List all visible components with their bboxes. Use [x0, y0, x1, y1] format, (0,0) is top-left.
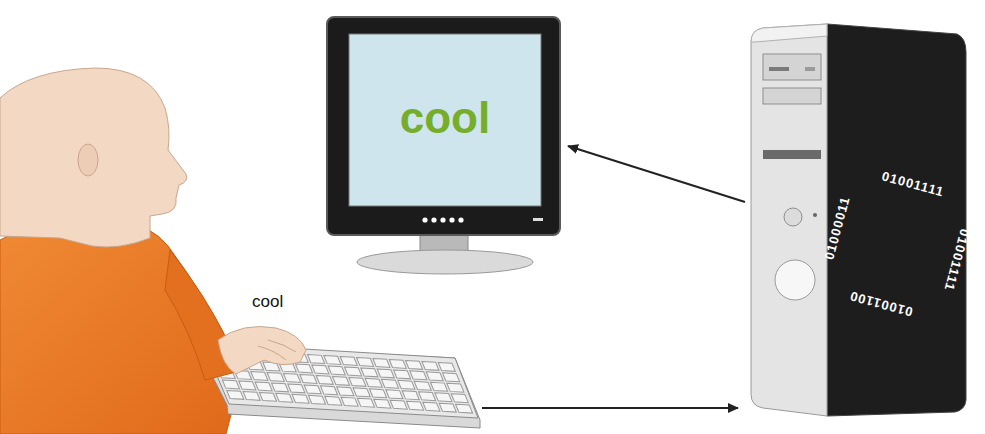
keyboard-key	[328, 366, 345, 375]
keyboard-key	[390, 400, 407, 409]
monitor-node: cool	[325, 15, 562, 277]
keyboard-key	[439, 403, 456, 412]
keyboard-key	[312, 365, 329, 374]
keyboard-key	[357, 398, 374, 407]
keyboard-key	[288, 384, 305, 393]
keyboard-key	[251, 372, 268, 381]
keyboard-key	[423, 402, 440, 411]
keyboard-key	[340, 357, 357, 366]
keyboard-key	[267, 372, 284, 381]
keyboard-key	[292, 394, 309, 403]
keyboard-key	[308, 395, 325, 404]
keyboard-key	[361, 368, 378, 377]
keyboard-key	[295, 364, 312, 373]
keyboard-key	[243, 391, 260, 400]
keyboard-key	[373, 358, 390, 367]
keyboard-key	[349, 377, 366, 386]
keyboard-key	[341, 397, 358, 406]
monitor-shape	[325, 15, 562, 277]
keyboard-key	[276, 393, 293, 402]
keyboard-key	[337, 387, 354, 396]
person-head	[0, 68, 187, 247]
keyboard-key	[332, 376, 349, 385]
keyboard-key	[307, 355, 324, 364]
keyboard-key	[325, 396, 342, 405]
keyboard-key	[435, 393, 452, 402]
keyboard-key	[222, 380, 239, 389]
keyboard-key	[239, 381, 256, 390]
keyboard-key	[304, 385, 321, 394]
keyboard-key	[447, 383, 464, 392]
typed-text-label: cool	[252, 292, 283, 312]
keyboard-key	[426, 372, 443, 381]
keyboard-key	[406, 401, 423, 410]
keyboard-key	[394, 370, 411, 379]
keyboard-key	[418, 392, 435, 401]
keyboard-key	[414, 381, 431, 390]
keyboard-key	[255, 382, 272, 391]
keyboard-key	[402, 391, 419, 400]
keyboard-key	[353, 388, 370, 397]
keyboard-key	[300, 374, 317, 383]
keyboard-key	[438, 362, 455, 371]
output-arrow	[568, 146, 745, 202]
keyboard-key	[406, 360, 423, 369]
keyboard-key	[455, 404, 472, 413]
person-ear	[78, 144, 98, 176]
keyboard-key	[374, 399, 391, 408]
keyboard-key	[316, 375, 333, 384]
keyboard-key	[389, 359, 406, 368]
keyboard-key	[283, 373, 300, 382]
screen-text: cool	[349, 34, 541, 202]
keyboard-key	[259, 392, 276, 401]
keyboard-key	[398, 380, 415, 389]
computer-tower: 01000011010011110100111101001100	[745, 12, 967, 422]
keyboard-key	[422, 361, 439, 370]
person-shirt	[0, 219, 242, 434]
person-hand	[218, 327, 306, 375]
person-fingers	[258, 340, 296, 360]
input-arrow	[482, 407, 738, 409]
keyboard-key	[410, 371, 427, 380]
keyboard-key	[451, 394, 468, 403]
keyboard-key	[381, 379, 398, 388]
keyboard-key	[443, 373, 460, 382]
keyboard-key	[356, 357, 373, 366]
keyboard-key	[324, 356, 341, 365]
keyboard-key	[365, 378, 382, 387]
computer-tower-shape	[745, 12, 967, 422]
keyboard-key	[386, 390, 403, 399]
keyboard-key	[271, 383, 288, 392]
keyboard-key	[320, 386, 337, 395]
keyboard-key	[369, 389, 386, 398]
keyboard-key	[377, 369, 394, 378]
keyboard-key	[344, 367, 361, 376]
keyboard-key	[431, 382, 448, 391]
keyboard-key	[227, 390, 244, 399]
